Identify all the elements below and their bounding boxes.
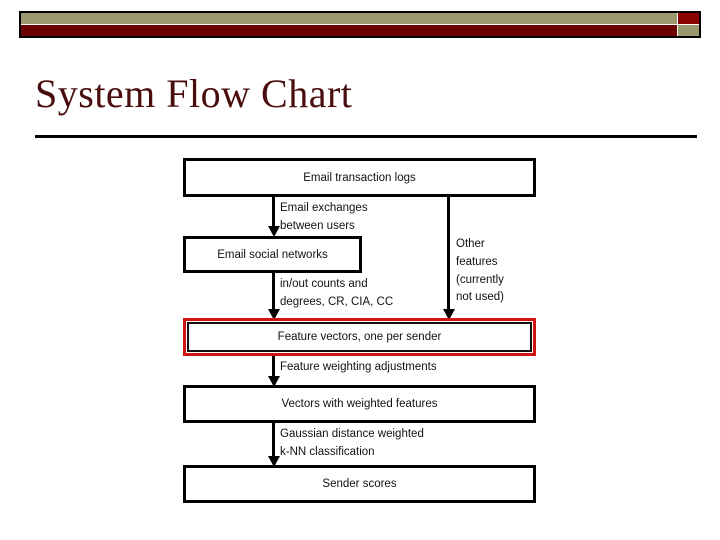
flow-edge-social-networks-to-feature-vectors	[267, 273, 280, 321]
banner-accent-square-bottom	[678, 25, 699, 36]
banner-accent-square-top	[678, 13, 699, 24]
arrow-shaft	[272, 273, 275, 310]
flow-edge-label-in-out-counts: in/out counts and degrees, CR, CIA, CC	[280, 278, 394, 308]
flow-node-feature-vectors[interactable]: Feature vectors, one per sender	[183, 318, 536, 356]
arrow-shaft	[447, 197, 450, 310]
flow-node-feature-vectors-label: Feature vectors, one per sender	[277, 331, 442, 343]
flow-node-email-transaction-logs[interactable]: Email transaction logs	[183, 158, 536, 197]
flow-node-feature-vectors-inner: Feature vectors, one per sender	[187, 322, 532, 352]
arrow-head-icon	[267, 456, 280, 467]
flow-edge-weighted-vectors-to-sender-scores	[267, 423, 280, 468]
banner-frame	[19, 11, 701, 38]
decorative-header-banner	[19, 11, 701, 38]
flow-node-email-social-networks[interactable]: Email social networks	[183, 236, 362, 273]
arrow-head-icon	[442, 309, 455, 320]
flow-edge-logs-to-feature-vectors	[442, 197, 455, 321]
banner-top-bar	[21, 13, 677, 24]
flow-node-sender-scores[interactable]: Sender scores	[183, 465, 536, 503]
arrow-head-icon	[267, 226, 280, 237]
banner-bottom-bar	[21, 25, 677, 36]
arrow-shaft	[272, 197, 275, 227]
arrow-head-icon	[267, 376, 280, 387]
page-title: System Flow Chart	[35, 71, 353, 116]
arrow-shaft	[272, 356, 275, 377]
title-underline-rule	[35, 135, 697, 138]
flow-edge-label-email-exchanges: Email exchanges between users	[280, 202, 368, 232]
arrow-shaft	[272, 423, 275, 457]
arrow-head-icon	[267, 309, 280, 320]
flow-edge-label-feature-weighting: Feature weighting adjustments	[280, 361, 437, 373]
flow-node-vectors-with-weighted-features[interactable]: Vectors with weighted features	[183, 385, 536, 423]
flow-edge-logs-to-social-networks	[267, 197, 280, 237]
flow-edge-label-gaussian-knn: Gaussian distance weighted k-NN classifi…	[280, 428, 424, 458]
flow-edge-label-other-features: Other features (currently not used)	[456, 238, 504, 304]
flow-edge-feature-vectors-to-weighted-vectors	[267, 356, 280, 388]
